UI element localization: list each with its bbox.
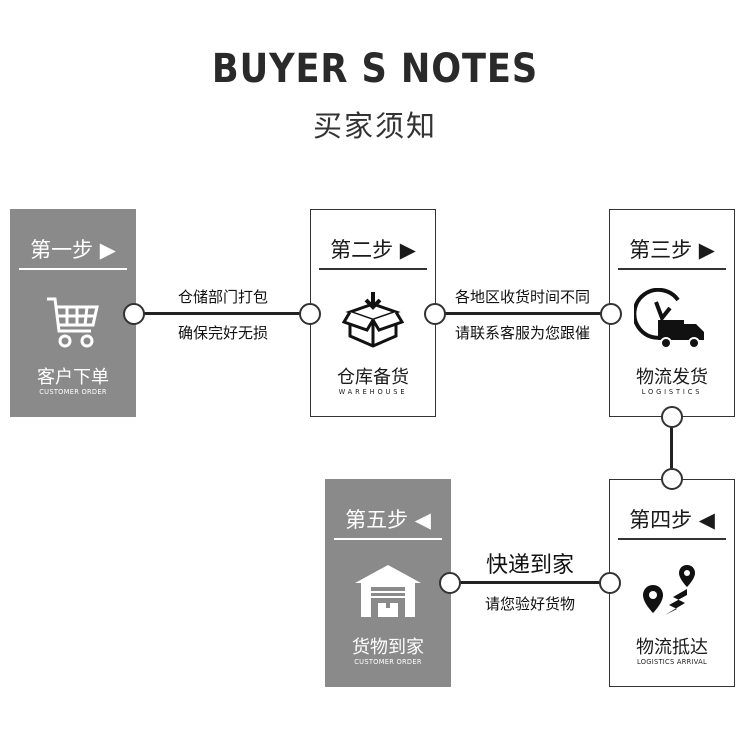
step-subtitle: LOGISTICS ARRIVAL [636,658,708,666]
step-subtitle: CUSTOMER ORDER [39,388,107,396]
step-card-2: 第二步 ▶ 仓库备货 WAREHOUSE [310,209,436,417]
connector-dot [661,406,683,428]
connector-dot [599,572,621,594]
connector-line [451,581,609,584]
connector-1 [136,304,310,324]
connector-dot [661,468,683,490]
step-subtitle: WAREHOUSE [338,388,408,396]
step-card-1: 第一步 ▶ 客户下单 CUSTOMER ORDER [10,209,136,417]
package-box-icon [311,288,435,354]
route-pin-icon [610,558,734,624]
step-label: 第四步 ◀ [618,502,726,540]
garage-home-icon [326,558,450,624]
step-label: 第一步 ▶ [19,232,127,270]
connector-text-bottom: 请您验好货物 [484,595,575,613]
connector-dot [424,303,446,325]
step-card-4: 第四步 ◀ 物流抵达 LOGISTICS ARRIVAL [609,479,735,687]
step-card-3: 第三步 ▶ 物流发货 LOGISTICS [609,209,735,417]
page-title: BUYER S NOTES [211,46,539,92]
connector-3-line [670,417,673,479]
step-label: 第二步 ▶ [319,232,427,270]
connector-line [136,312,310,315]
step-name: 仓库备货 [337,367,409,388]
connector-dot [439,572,461,594]
connector-text-top: 仓储部门打包 [177,288,268,306]
delivery-truck-clock-icon [610,288,734,354]
step-name: 物流发货 [636,367,708,388]
shopping-cart-icon [11,288,135,354]
step-label: 第三步 ▶ [618,232,726,270]
step-card-5: 第五步 ◀ 货物到家 CUSTOMER ORDER [325,479,451,687]
connector-text-bottom: 请联系客服为您跟催 [454,324,590,342]
step-subtitle: LOGISTICS [641,388,703,396]
connector-2 [436,304,609,324]
step-label: 第五步 ◀ [334,502,442,540]
connector-4 [451,573,609,593]
connector-line [436,312,609,315]
connector-text-top: 各地区收货时间不同 [454,288,590,306]
step-name: 货物到家 [352,637,424,658]
connector-text-bottom: 确保完好无损 [177,324,268,342]
step-subtitle: CUSTOMER ORDER [354,658,422,666]
connector-dot [123,303,145,325]
connector-dot [299,303,321,325]
page-subtitle: 买家须知 [312,109,437,143]
connector-dot [600,303,622,325]
step-name: 客户下单 [37,367,109,388]
connector-text-top: 快递到家 [485,553,574,578]
step-name: 物流抵达 [636,637,708,658]
